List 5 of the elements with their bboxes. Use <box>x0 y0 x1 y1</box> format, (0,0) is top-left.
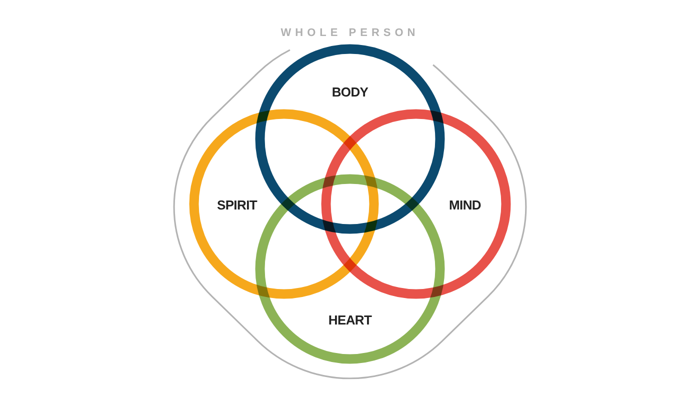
group-label: WHOLE PERSON <box>280 26 420 38</box>
circle-label: HEART <box>328 312 372 328</box>
circle-label: SPIRIT <box>216 198 258 212</box>
circle-label: BODY <box>332 84 368 100</box>
circle-label: MIND <box>448 198 482 212</box>
